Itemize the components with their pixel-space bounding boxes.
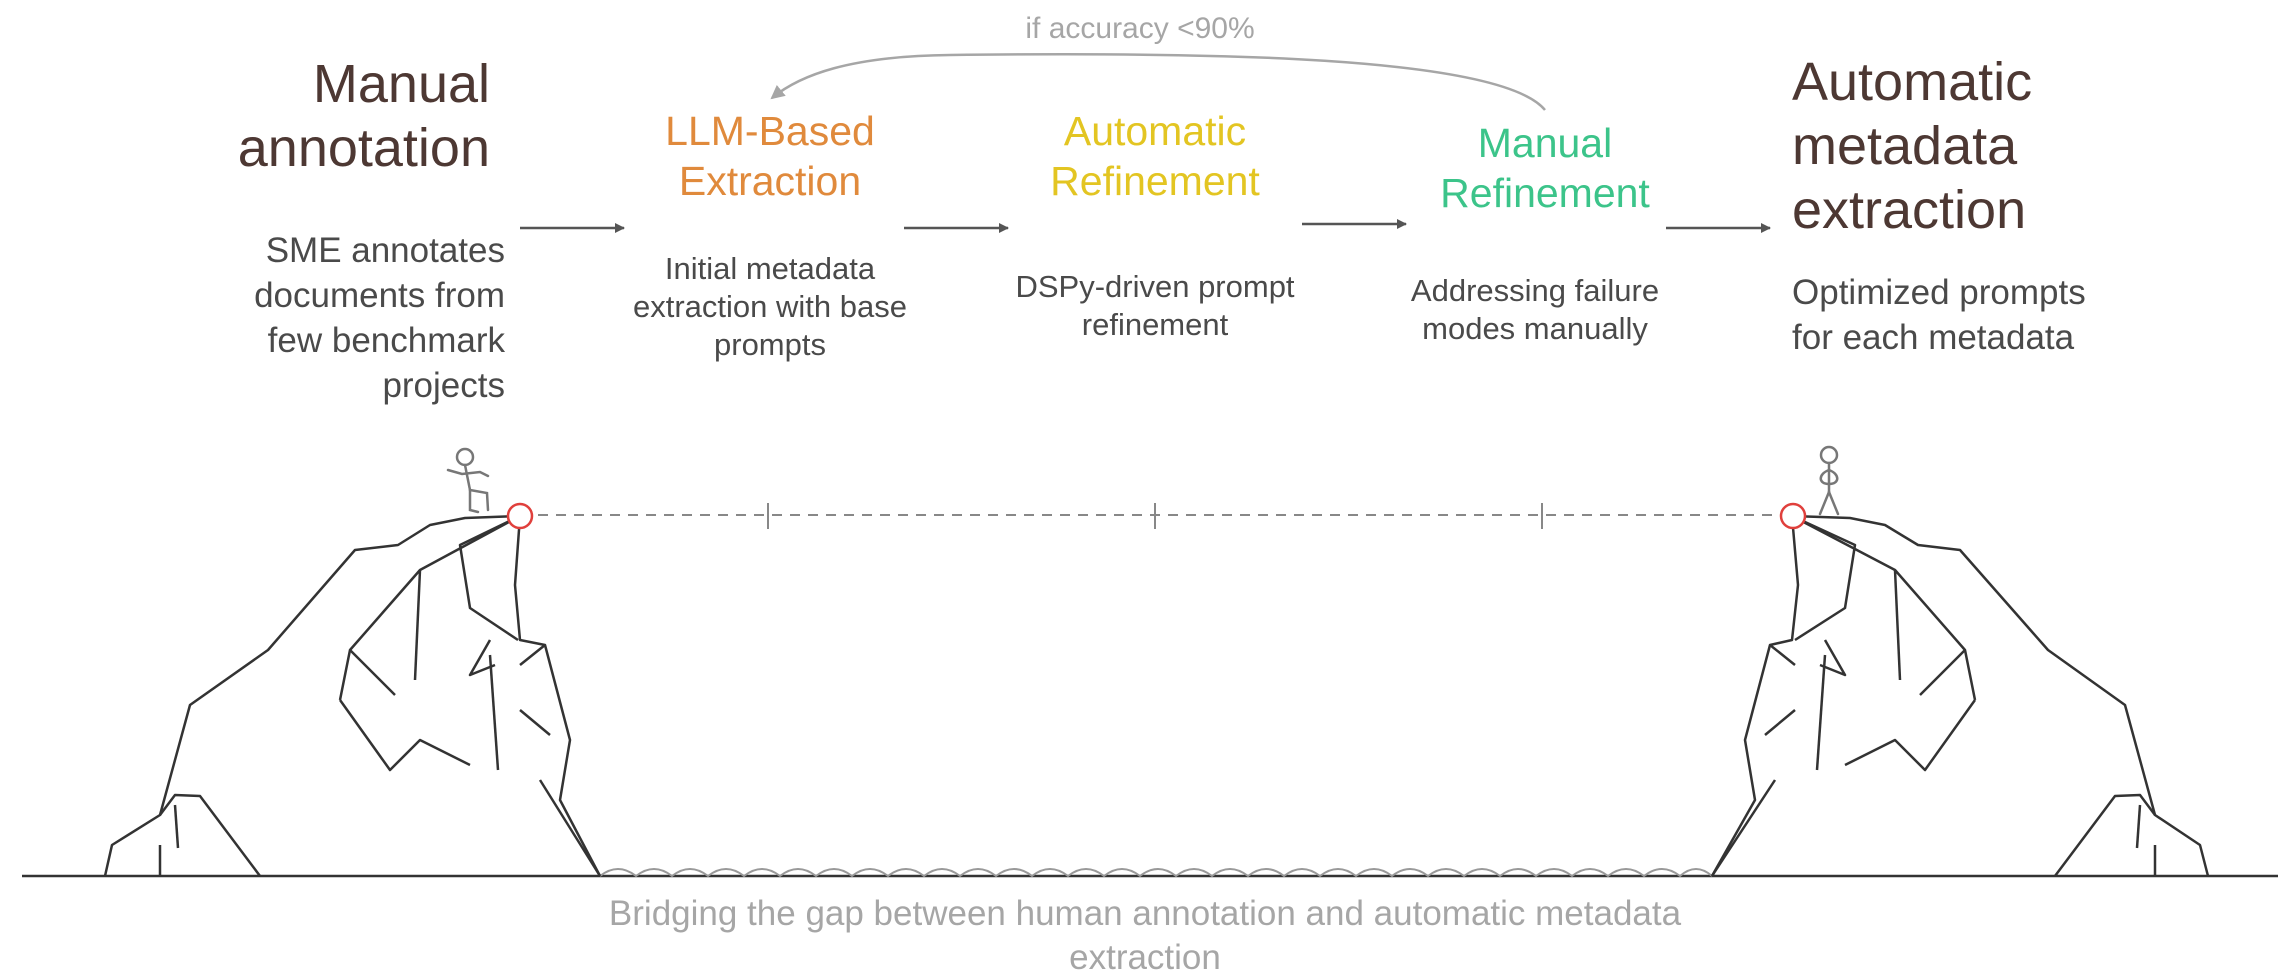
stage-automatic-refinement-description: DSPy-driven prompt refinement	[1015, 269, 1295, 342]
diagram-caption: Bridging the gap between human annotatio…	[608, 894, 1682, 977]
right-goal-title: Automatic metadata extraction	[1792, 52, 2033, 240]
left-edge-marker	[506, 502, 534, 530]
stage-llm-extraction-description: Initial metadata extraction with base pr…	[633, 251, 907, 362]
stage-llm-extraction-title: LLM-Based Extraction	[665, 108, 875, 204]
stage-manual-refinement-title: Manual Refinement	[1440, 120, 1650, 216]
feedback-loop-arrow	[770, 52, 1546, 111]
bridge-ticks	[767, 503, 1543, 529]
right-goal-description: Optimized prompts for each metadata	[1792, 273, 2086, 357]
running-person-icon	[446, 447, 490, 514]
water-waves	[599, 868, 1713, 878]
left-cliff	[103, 514, 602, 877]
flow-arrows	[520, 219, 1771, 233]
stage-manual-refinement-description: Addressing failure modes manually	[1410, 273, 1660, 346]
right-edge-marker	[1779, 502, 1807, 530]
stage-automatic-refinement-title: Automatic Refinement	[1050, 108, 1260, 204]
standing-person-icon	[1818, 445, 1840, 516]
left-goal-description: SME annotates documents from few benchma…	[254, 231, 505, 405]
left-goal-title: Manual annotation	[237, 54, 490, 178]
right-cliff	[1710, 514, 2210, 877]
loop-label: if accuracy <90%	[1025, 12, 1255, 45]
